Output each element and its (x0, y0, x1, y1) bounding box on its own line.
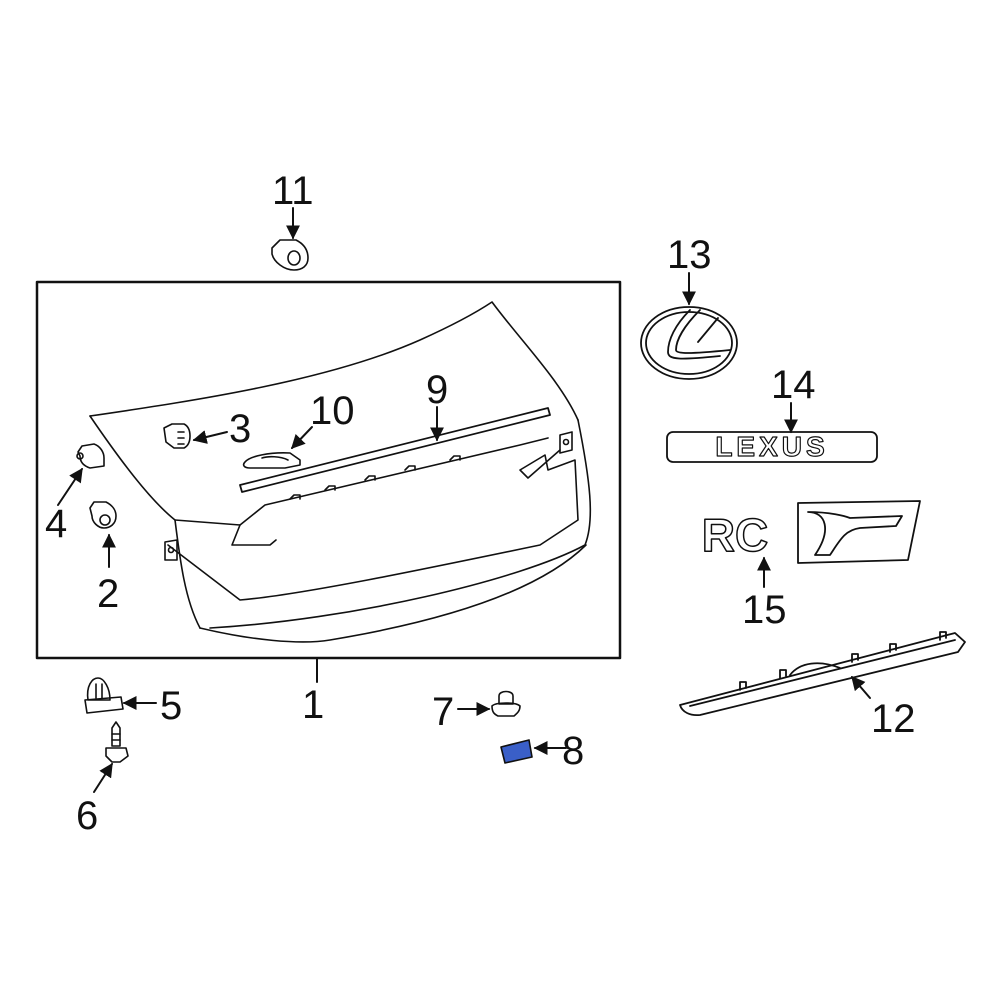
callout-5[interactable]: 5 (160, 684, 183, 728)
callout-3[interactable]: 3 (229, 407, 252, 451)
trunk-lid-illustration (89, 301, 592, 643)
part-8-pad (500, 739, 533, 764)
part-4-cap (76, 443, 105, 469)
callout-12[interactable]: 12 (871, 697, 916, 741)
part-2-grommet (89, 501, 117, 529)
callout-15[interactable]: 15 (742, 588, 787, 632)
trunk-lid-group-frame (35, 280, 622, 660)
part-5-clip (84, 677, 124, 714)
callout-1[interactable]: 1 (302, 683, 325, 727)
part-15-rc-badge: RC (701, 500, 921, 564)
part-14-lexus-wordmark: LEXUS (666, 430, 878, 463)
part-7-pin (491, 690, 521, 717)
callout-4[interactable]: 4 (45, 502, 68, 546)
callout-2[interactable]: 2 (97, 572, 120, 616)
callout-10[interactable]: 10 (310, 389, 355, 433)
lexus-badge-text: LEXUS (715, 431, 828, 462)
part-6-screw (105, 721, 129, 763)
callout-14[interactable]: 14 (771, 363, 816, 407)
callout-7[interactable]: 7 (432, 690, 455, 734)
callout-9[interactable]: 9 (426, 368, 449, 412)
leader-arrows (57, 207, 871, 793)
callout-13[interactable]: 13 (667, 233, 712, 277)
part-13-lexus-logo-emblem (640, 306, 738, 380)
part-11-nut (271, 239, 309, 271)
callout-11[interactable]: 11 (272, 169, 314, 213)
rc-badge-text: RC (702, 509, 768, 561)
part-10-handle (242, 452, 301, 469)
callout-6[interactable]: 6 (76, 794, 99, 838)
part-3-clip (163, 423, 191, 449)
callout-8[interactable]: 8 (562, 729, 585, 773)
part-12-garnish (679, 631, 966, 717)
